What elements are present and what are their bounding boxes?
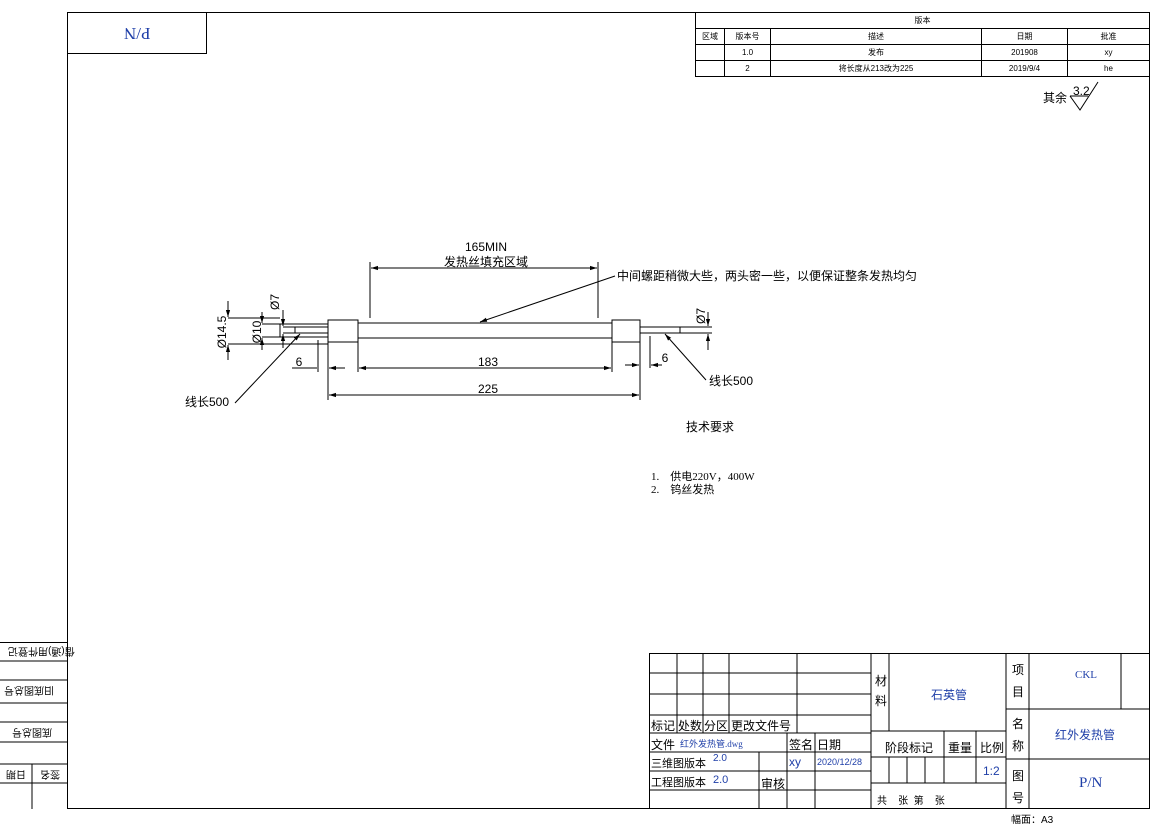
dim-225: 225 bbox=[478, 382, 498, 396]
tb-sign-label: 签名 bbox=[789, 738, 814, 752]
tb-3d-version-label: 三维图版本 bbox=[651, 758, 706, 770]
tb-label-mark: 标记 bbox=[651, 719, 676, 733]
tb-3d-version: 2.0 bbox=[713, 753, 727, 764]
tb-figure-label: 图号 bbox=[1012, 769, 1025, 805]
dim-dia145: Ø14.5 bbox=[215, 315, 229, 348]
tech-item-1: 1. 供电220V，400W bbox=[651, 471, 755, 483]
wire-length-left: 线长500 bbox=[185, 395, 229, 409]
dim-note: 中间螺距稍微大些，两头密一些，以便保证整条发热均匀 bbox=[617, 268, 917, 283]
side-label-date: 日期 bbox=[6, 768, 26, 779]
tb-figure: P/N bbox=[1079, 775, 1103, 791]
tb-material-label: 材料 bbox=[875, 674, 888, 708]
tb-file-label: 文件 bbox=[651, 738, 676, 752]
left-terminal-inner bbox=[294, 326, 329, 334]
revision-row: 1.0 发布 201908 xy bbox=[695, 44, 1150, 61]
side-label-old-total: 旧底图总号 bbox=[4, 684, 54, 695]
tb-weight-label: 重量 bbox=[948, 741, 973, 755]
dim-6-left: 6 bbox=[296, 355, 303, 369]
tb-label-count: 处数 bbox=[678, 719, 703, 733]
side-label-borrowed: 借(通)用件登记 bbox=[8, 645, 75, 656]
title-block-grid bbox=[649, 653, 1150, 809]
tb-project: CKL bbox=[1075, 669, 1097, 681]
tb-sign-date: 2020/12/28 bbox=[817, 757, 863, 767]
side-label-total: 底图总号 bbox=[12, 726, 52, 737]
tech-title: 技术要求 bbox=[686, 420, 735, 434]
tb-drawing-version: 2.0 bbox=[713, 774, 729, 786]
tb-review-label: 审核 bbox=[761, 777, 786, 791]
tb-drawing-version-label: 工程图版本 bbox=[651, 777, 706, 789]
tb-project-label: 项目 bbox=[1012, 663, 1025, 699]
dim-165: 165MIN bbox=[465, 240, 507, 254]
roughness-label: 其余 bbox=[1043, 91, 1068, 105]
wire-length-right: 线长500 bbox=[709, 374, 753, 388]
dim-183: 183 bbox=[478, 355, 498, 369]
tb-label-change: 更改文件号 bbox=[731, 719, 792, 733]
right-terminal bbox=[639, 326, 681, 334]
tb-stage-label: 阶段标记 bbox=[885, 741, 934, 755]
tb-material: 石英管 bbox=[931, 688, 968, 702]
tech-item-2: 2. 钨丝发热 bbox=[651, 484, 715, 496]
tb-date-label: 日期 bbox=[817, 738, 842, 752]
rev-cell: 2 bbox=[724, 60, 771, 77]
title-block: 标记 处数 分区 更改文件号 文件 红外发热管.dwg 签名 日期 三维图版本 … bbox=[649, 653, 1150, 809]
tb-signer: xy bbox=[789, 755, 801, 769]
drawing-frame bbox=[67, 12, 1150, 809]
tb-scale-label: 比例 bbox=[980, 741, 1005, 755]
revision-table: 版本 区域 版本号 描述 日期 批准 1.0 发布 201908 xy 2 将长… bbox=[695, 12, 1150, 77]
dim-6-right: 6 bbox=[662, 351, 669, 365]
roughness-symbol bbox=[1069, 81, 1099, 111]
left-end-cap bbox=[327, 319, 359, 343]
tb-file-name: 红外发热管.dwg bbox=[680, 739, 743, 749]
left-terminal bbox=[279, 323, 329, 338]
tb-scale: 1:2 bbox=[983, 764, 1000, 778]
side-label-sign: 签名 bbox=[40, 768, 60, 779]
right-end-cap bbox=[611, 319, 641, 343]
sheet-format: 幅面：A3 bbox=[1011, 815, 1054, 826]
tb-name-label: 名称 bbox=[1012, 717, 1025, 753]
part-number-box: P/N bbox=[67, 12, 207, 54]
roughness-value: 3.2 bbox=[1073, 84, 1090, 98]
dim-dia10: Ø10 bbox=[250, 320, 264, 343]
revision-row: 2 将长度从213改为225 2019/9/4 he bbox=[695, 60, 1150, 77]
rev-cell: he bbox=[1067, 60, 1150, 77]
dim-fill-zone: 发热丝填充区域 bbox=[444, 254, 528, 269]
tb-name: 红外发热管 bbox=[1055, 728, 1116, 742]
side-block-grid bbox=[0, 642, 67, 809]
dim-dia7-right: Ø7 bbox=[694, 308, 708, 324]
tb-label-zone: 分区 bbox=[704, 719, 729, 733]
side-registration-block: 借(通)用件登记 旧底图总号 底图总号 日期 签名 bbox=[0, 642, 75, 809]
tb-sheet-text: 共 张 第 张 bbox=[877, 796, 945, 807]
dim-dia7-left: Ø7 bbox=[268, 294, 282, 310]
